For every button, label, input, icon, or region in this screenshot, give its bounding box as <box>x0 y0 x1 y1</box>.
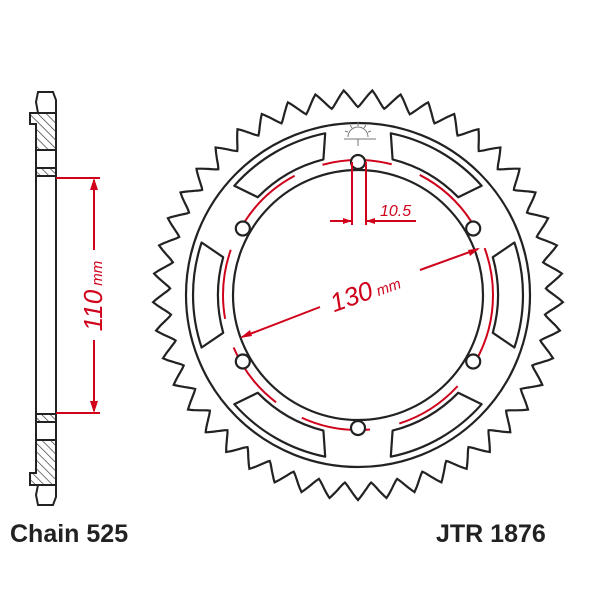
window-cutout <box>389 391 483 458</box>
sun-logo <box>344 122 376 146</box>
side-profile <box>29 91 57 506</box>
bolt-holes <box>234 153 482 437</box>
bolt-hole <box>465 220 482 237</box>
window-cutout <box>491 241 525 349</box>
part-number: JTR 1876 <box>436 520 546 548</box>
lightening-windows <box>191 132 525 458</box>
bolt-hole <box>349 419 367 437</box>
window-cutout <box>233 391 327 458</box>
bolt-hole <box>465 353 482 370</box>
bolt-circle-label: 130mm <box>326 265 404 318</box>
window-cutout <box>389 132 483 199</box>
bolt-hole-dimension <box>330 162 416 225</box>
window-cutout <box>191 241 225 349</box>
bolt-hole <box>234 220 251 237</box>
sprocket-teeth <box>151 88 565 502</box>
window-cutout <box>233 132 327 199</box>
bolt-circle-dimension <box>240 248 480 338</box>
bolt-hole-label: 10.5 <box>380 203 411 220</box>
hub-dimension-label: 110mm <box>78 261 108 331</box>
hub-dimension <box>56 177 100 414</box>
bolt-hole <box>234 353 251 370</box>
bolt-hole <box>349 153 367 171</box>
chain-label: Chain 525 <box>10 520 129 548</box>
